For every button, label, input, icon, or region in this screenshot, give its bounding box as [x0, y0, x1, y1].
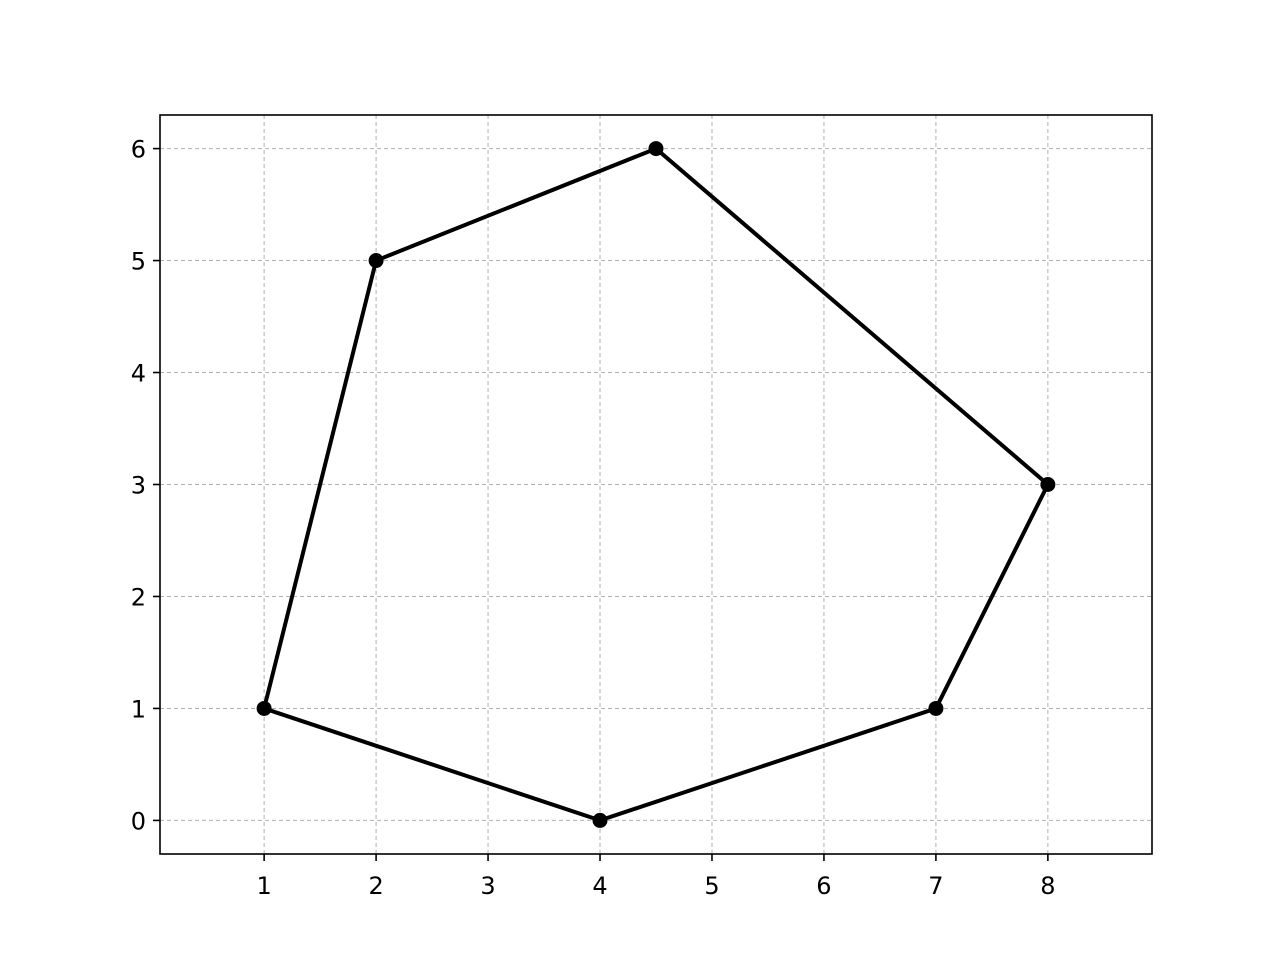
- series-layer: [256, 141, 1056, 828]
- x-tick-label: 6: [816, 872, 831, 900]
- data-point: [648, 141, 664, 157]
- x-tick-label: 4: [592, 872, 607, 900]
- y-tick-label: 5: [131, 248, 146, 276]
- data-point: [592, 812, 608, 828]
- grid: [160, 115, 1152, 854]
- data-point: [256, 700, 272, 716]
- y-tick-label: 1: [131, 695, 146, 723]
- x-tick-label: 3: [480, 872, 495, 900]
- y-tick-label: 6: [131, 136, 146, 164]
- y-tick-label: 2: [131, 583, 146, 611]
- x-tick-label: 5: [704, 872, 719, 900]
- data-point: [368, 253, 384, 269]
- x-tick-label: 8: [1040, 872, 1055, 900]
- y-tick-label: 0: [131, 807, 146, 835]
- data-point: [928, 700, 944, 716]
- data-point: [1040, 477, 1056, 492]
- y-tick-label: 3: [131, 472, 146, 500]
- x-tick-label: 7: [928, 872, 943, 900]
- x-tick-label: 2: [368, 872, 383, 900]
- y-tick-label: 4: [131, 360, 146, 388]
- x-tick-label: 1: [256, 872, 271, 900]
- ticks: 1 2 3 4 5 6 7 8 0 1 2 3 4 5 6: [131, 136, 1056, 900]
